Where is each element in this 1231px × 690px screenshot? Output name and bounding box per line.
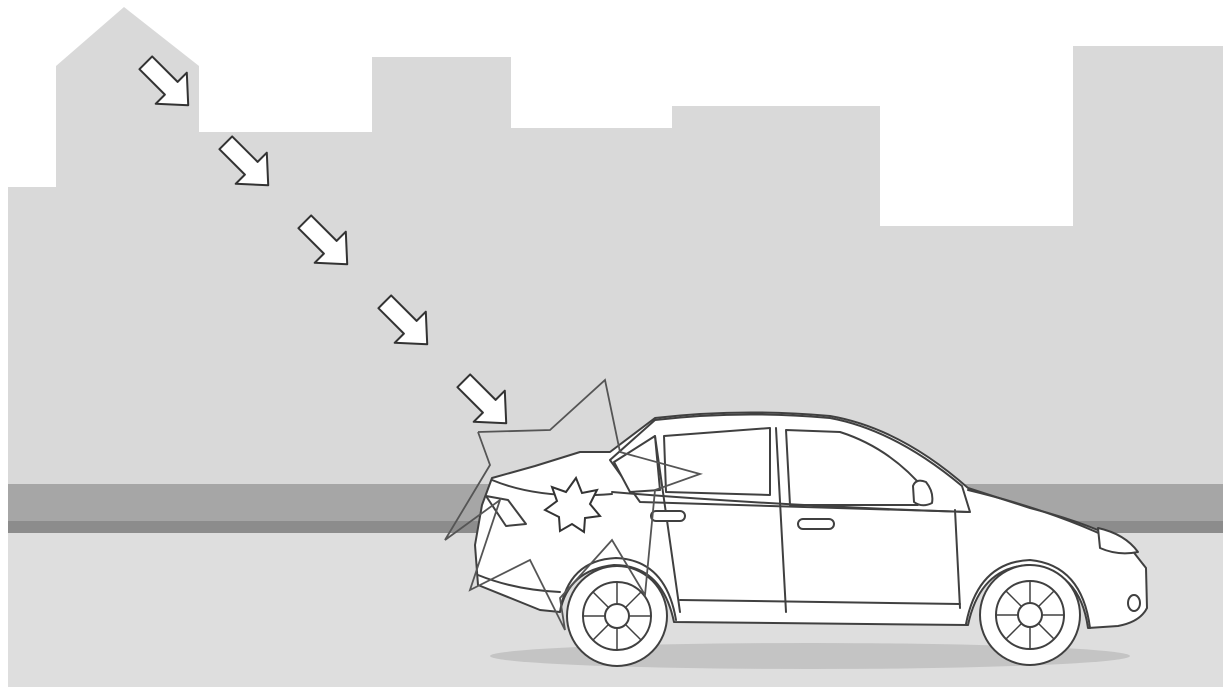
- car-fog-light: [1128, 595, 1140, 611]
- car-door-handle-front: [798, 519, 834, 529]
- car-door-handle-rear: [651, 511, 685, 521]
- car-rear-wheel: [567, 566, 667, 666]
- car-rear-door-window: [664, 428, 770, 495]
- car-front-wheel: [980, 565, 1080, 665]
